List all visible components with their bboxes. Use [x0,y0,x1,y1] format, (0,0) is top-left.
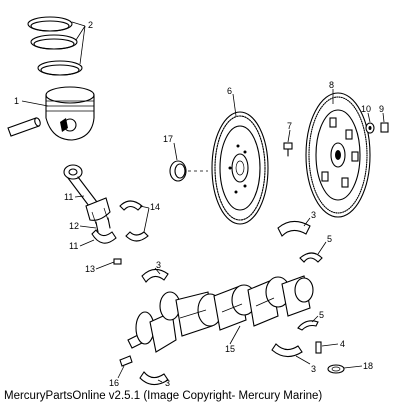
callout-4: 4 [340,339,345,349]
washer[interactable] [365,122,375,134]
piston[interactable] [45,86,95,141]
callout-6: 6 [227,86,232,96]
wrist-pin[interactable] [7,117,41,137]
main-bearing-lower-left[interactable] [139,371,169,386]
rear-main-seal[interactable] [169,160,208,182]
flywheel-bolt[interactable] [283,142,293,157]
rod-bearings[interactable] [119,200,149,242]
callout-5: 5 [327,234,332,244]
rod-cap[interactable] [91,229,117,244]
crankshaft-key[interactable] [119,355,133,367]
main-bearing-upper-right[interactable] [277,220,311,237]
callout-labels: 2 1 6 8 10 9 7 17 11 14 3 12 5 11 3 13 5… [14,20,384,388]
callout-11: 11 [64,192,73,202]
callout-12: 12 [69,221,79,231]
callout-10: 10 [361,104,371,114]
main-bearing-upper-left[interactable] [141,268,169,283]
copyright-caption: MercuryPartsOnline v2.5.1 (Image Copyrig… [4,390,323,402]
callout-9: 9 [379,104,384,114]
callout-11: 11 [69,241,78,251]
callout-7: 7 [287,121,292,131]
callout-17: 17 [163,134,173,144]
leader-lines [21,21,385,383]
drive-coupler[interactable] [305,92,371,218]
main-bearing-lower-right[interactable] [271,343,303,358]
coupler-nut[interactable] [380,122,389,133]
callout-3: 3 [156,260,161,270]
flywheel[interactable] [211,111,269,225]
dowel-pin[interactable] [315,341,322,354]
thrust-washer-upper[interactable] [299,252,323,263]
thrust-washer-lower[interactable] [297,320,319,331]
callout-14: 14 [150,202,160,212]
piston-rings[interactable] [27,16,83,76]
callout-3: 3 [165,378,170,388]
callout-18: 18 [363,361,373,371]
callout-15: 15 [225,344,235,354]
rod-nut[interactable] [113,258,122,265]
callout-13: 13 [85,264,95,274]
callout-3: 3 [311,364,316,374]
rod-bolts[interactable] [95,217,111,233]
crankshaft[interactable] [127,275,314,353]
callout-1: 1 [14,96,19,106]
callout-8: 8 [329,80,334,90]
callout-5: 5 [319,310,324,320]
connecting-rod[interactable] [63,164,111,225]
callout-3: 3 [311,210,316,220]
callout-2: 2 [88,20,93,30]
oil-plug[interactable] [327,364,345,374]
callout-16: 16 [109,378,119,388]
